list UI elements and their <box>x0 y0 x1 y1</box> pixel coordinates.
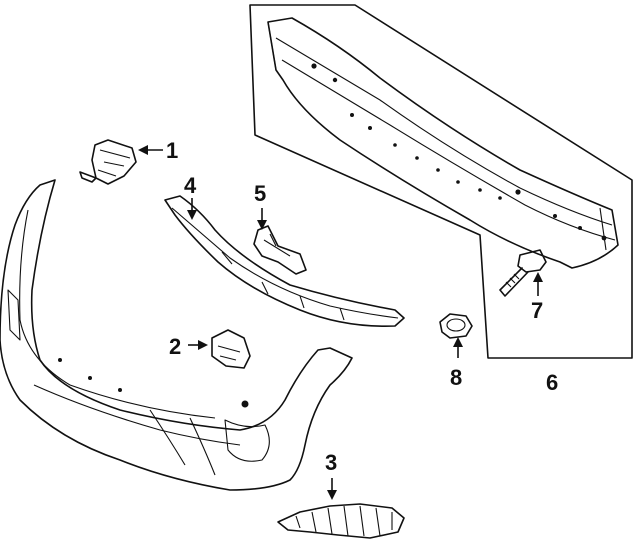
callout-1: 1 <box>166 138 178 163</box>
callout-3: 3 <box>325 450 337 475</box>
callout-4: 4 <box>184 173 197 198</box>
callout-8: 8 <box>450 365 462 390</box>
bumper-cover <box>0 179 353 491</box>
bolt <box>499 249 547 297</box>
reinforcement-beam <box>267 17 619 269</box>
upper-bracket <box>79 139 137 185</box>
callout-7: 7 <box>531 298 543 323</box>
reinforcement-group-outline <box>249 4 633 359</box>
callout-arrows <box>138 145 543 500</box>
lower-grille-bracket <box>277 503 405 539</box>
nut <box>439 313 473 339</box>
callout-5: 5 <box>254 181 266 206</box>
side-bracket <box>253 225 307 275</box>
callout-2: 2 <box>169 334 181 359</box>
energy-absorber <box>164 195 405 327</box>
lower-mount-bracket <box>211 329 251 369</box>
callout-6: 6 <box>546 370 558 395</box>
